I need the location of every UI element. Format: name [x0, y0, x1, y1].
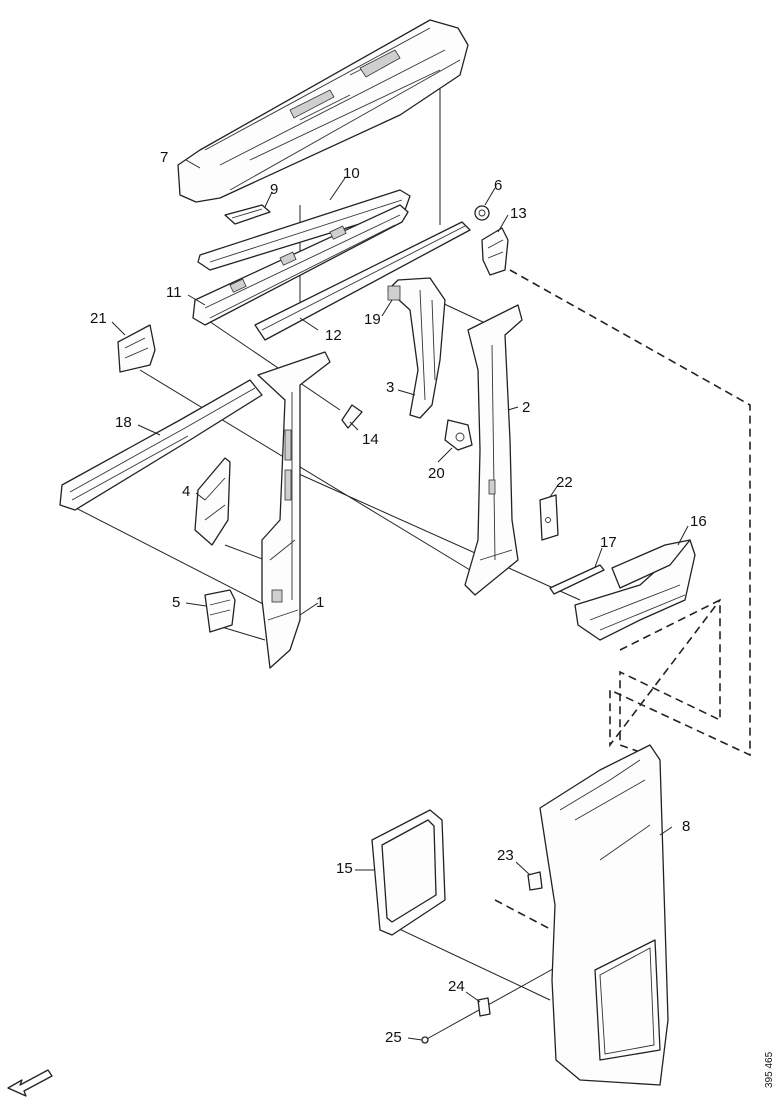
callout-13: 13 [510, 205, 527, 222]
callout-19: 19 [364, 311, 381, 328]
callout-11: 11 [166, 284, 182, 301]
fastener-25 [421, 1036, 429, 1044]
roof-bracket [224, 204, 271, 225]
callout-8: 8 [682, 818, 690, 835]
gusset-21 [117, 324, 156, 373]
callout-1: 1 [316, 594, 324, 611]
callout-21: 21 [90, 310, 107, 327]
callout-7: 7 [160, 149, 168, 166]
callout-labels: 1 2 3 4 5 6 7 8 9 10 11 12 13 14 15 16 1… [90, 149, 775, 1088]
callout-5: 5 [172, 594, 180, 611]
callout-6: 6 [494, 177, 502, 194]
bracket-13 [481, 227, 509, 276]
callout-25: 25 [385, 1029, 402, 1046]
clip-14 [341, 404, 363, 429]
callout-leaders [111, 159, 689, 1041]
callout-14: 14 [362, 431, 379, 448]
callout-23: 23 [497, 847, 514, 864]
callout-4: 4 [182, 483, 190, 500]
callout-20: 20 [428, 465, 445, 482]
callout-3: 3 [386, 379, 394, 396]
drawing-reference-number: 395 465 [764, 1051, 775, 1088]
side-panel [539, 744, 669, 1086]
assembly-guide-lines [69, 40, 751, 1041]
bracket-4 [194, 457, 231, 546]
inner-pillar [387, 277, 446, 419]
a-pillar [257, 351, 331, 669]
roof-cross-bow [254, 221, 471, 341]
callout-18: 18 [115, 414, 132, 431]
callout-12: 12 [325, 327, 342, 344]
callout-9: 9 [270, 181, 278, 198]
bracket-20 [444, 419, 473, 451]
callout-16: 16 [690, 513, 707, 530]
clip-6 [474, 205, 490, 221]
callout-2: 2 [522, 399, 530, 416]
roof-panel [177, 19, 469, 203]
roof-rail-front [192, 189, 411, 326]
sill-section [574, 539, 696, 641]
callout-24: 24 [448, 978, 465, 995]
b-pillar [464, 304, 523, 596]
side-rail [59, 379, 263, 511]
callout-15: 15 [336, 860, 353, 877]
fastener-23 [527, 871, 543, 891]
fastener-24 [477, 997, 491, 1017]
callout-10: 10 [343, 165, 360, 182]
callout-17: 17 [600, 534, 617, 551]
direction-arrow-icon [7, 1069, 53, 1097]
bracket-5 [204, 589, 236, 633]
plate-22 [539, 494, 559, 541]
strip-17 [549, 564, 605, 595]
callout-22: 22 [556, 474, 573, 491]
window-frame [371, 809, 446, 936]
